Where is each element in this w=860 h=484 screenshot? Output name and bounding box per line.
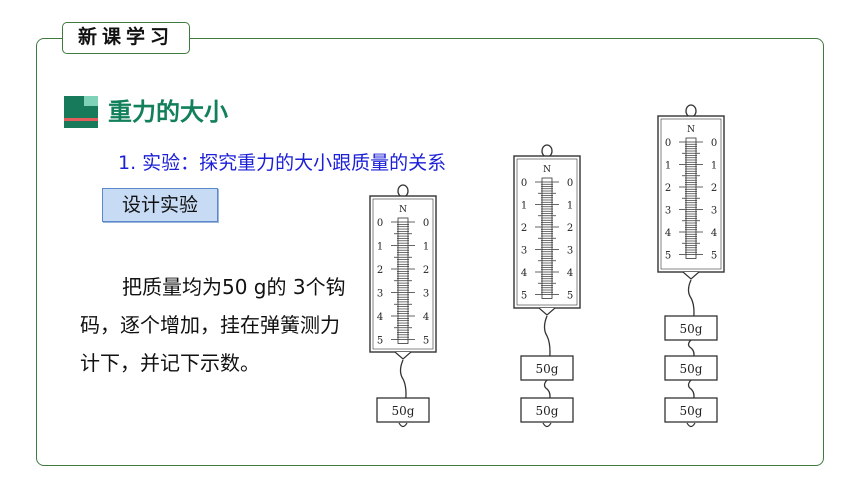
weight-block: [520, 355, 574, 381]
scale-tick-label: 1: [423, 242, 429, 253]
bottom-hook: [542, 422, 552, 428]
scale-tick-label: 0: [423, 218, 429, 229]
content-frame: [36, 38, 824, 466]
scale-tick-label: 3: [377, 289, 383, 300]
scale-tick-label: 3: [521, 246, 527, 257]
weight-label: 50g: [536, 362, 559, 376]
scale-pointer: [538, 307, 556, 316]
instruction-paragraph: 把质量均为50 g的 3个钩码，逐个增加，挂在弹簧测力计下，并记下示数。: [80, 275, 346, 375]
section-tab: 新课学习: [62, 22, 190, 54]
scale-tick-label: 5: [567, 291, 573, 302]
scale-tick-label: 4: [567, 268, 573, 279]
scale-body: [513, 155, 581, 309]
scale-pointer: [394, 351, 412, 360]
scale-tick-label: 0: [521, 178, 527, 189]
weight-block: [664, 355, 718, 381]
scale-ring: [541, 144, 553, 158]
scale-tick-label: 3: [711, 206, 717, 217]
section-icon: [64, 96, 98, 128]
scale-tick-label: 0: [377, 218, 383, 229]
scale-tick-label: 0: [665, 138, 671, 149]
scale-tick-label: 4: [711, 228, 717, 239]
scale-inner-frame: [372, 198, 434, 350]
bottom-hook: [686, 422, 696, 428]
weight-block: [664, 397, 718, 423]
weight-label: 50g: [536, 404, 559, 418]
section-title: 重力的大小: [108, 98, 228, 126]
scale-tick-label: 1: [521, 201, 527, 212]
scale-tick-label: 2: [567, 223, 573, 234]
scale-unit: N: [687, 125, 695, 135]
weight-label: 50g: [392, 404, 415, 418]
scale-tick-label: 2: [377, 265, 383, 276]
scale-tick-label: 3: [665, 206, 671, 217]
scale-ring: [685, 104, 697, 118]
scale-pointer: [682, 271, 700, 280]
scale-tick-label: 1: [377, 242, 383, 253]
scale-tick-label: 3: [423, 289, 429, 300]
scale-unit: N: [543, 165, 551, 175]
weight-block: [520, 397, 574, 423]
scale-inner-frame: [516, 158, 578, 306]
scale-tick-label: 1: [711, 161, 717, 172]
scale-tick-label: 2: [711, 183, 717, 194]
scale-tick-label: 3: [567, 246, 573, 257]
scale-tick-label: 1: [567, 201, 573, 212]
scale-tick-label: 1: [665, 161, 671, 172]
scale-tick-label: 5: [665, 251, 671, 262]
scale-ring: [397, 184, 409, 198]
bottom-hook: [398, 422, 408, 428]
weight-label: 50g: [680, 404, 703, 418]
scale-tick-label: 5: [711, 251, 717, 262]
experiment-subtitle: 1. 实验：探究重力的大小跟质量的关系: [118, 152, 447, 174]
weight-label: 50g: [680, 362, 703, 376]
scale-tick-label: 0: [567, 178, 573, 189]
scale-unit: N: [399, 205, 407, 215]
scale-tick-label: 4: [665, 228, 671, 239]
scale-inner-frame: [660, 118, 722, 270]
scale-tick-label: 5: [377, 336, 383, 347]
design-experiment-button[interactable]: 设计实验: [102, 188, 218, 222]
scale-tick-label: 5: [423, 336, 429, 347]
scale-tick-label: 4: [423, 312, 429, 323]
scale-tick-label: 2: [521, 223, 527, 234]
scale-tick-label: 0: [711, 138, 717, 149]
scale-tick-label: 2: [665, 183, 671, 194]
scale-tick-label: 4: [377, 312, 383, 323]
scale-tick-label: 5: [521, 291, 527, 302]
scale-tick-label: 2: [423, 265, 429, 276]
weight-block: [376, 397, 430, 423]
scale-tick-label: 4: [521, 268, 527, 279]
weight-label: 50g: [680, 322, 703, 336]
